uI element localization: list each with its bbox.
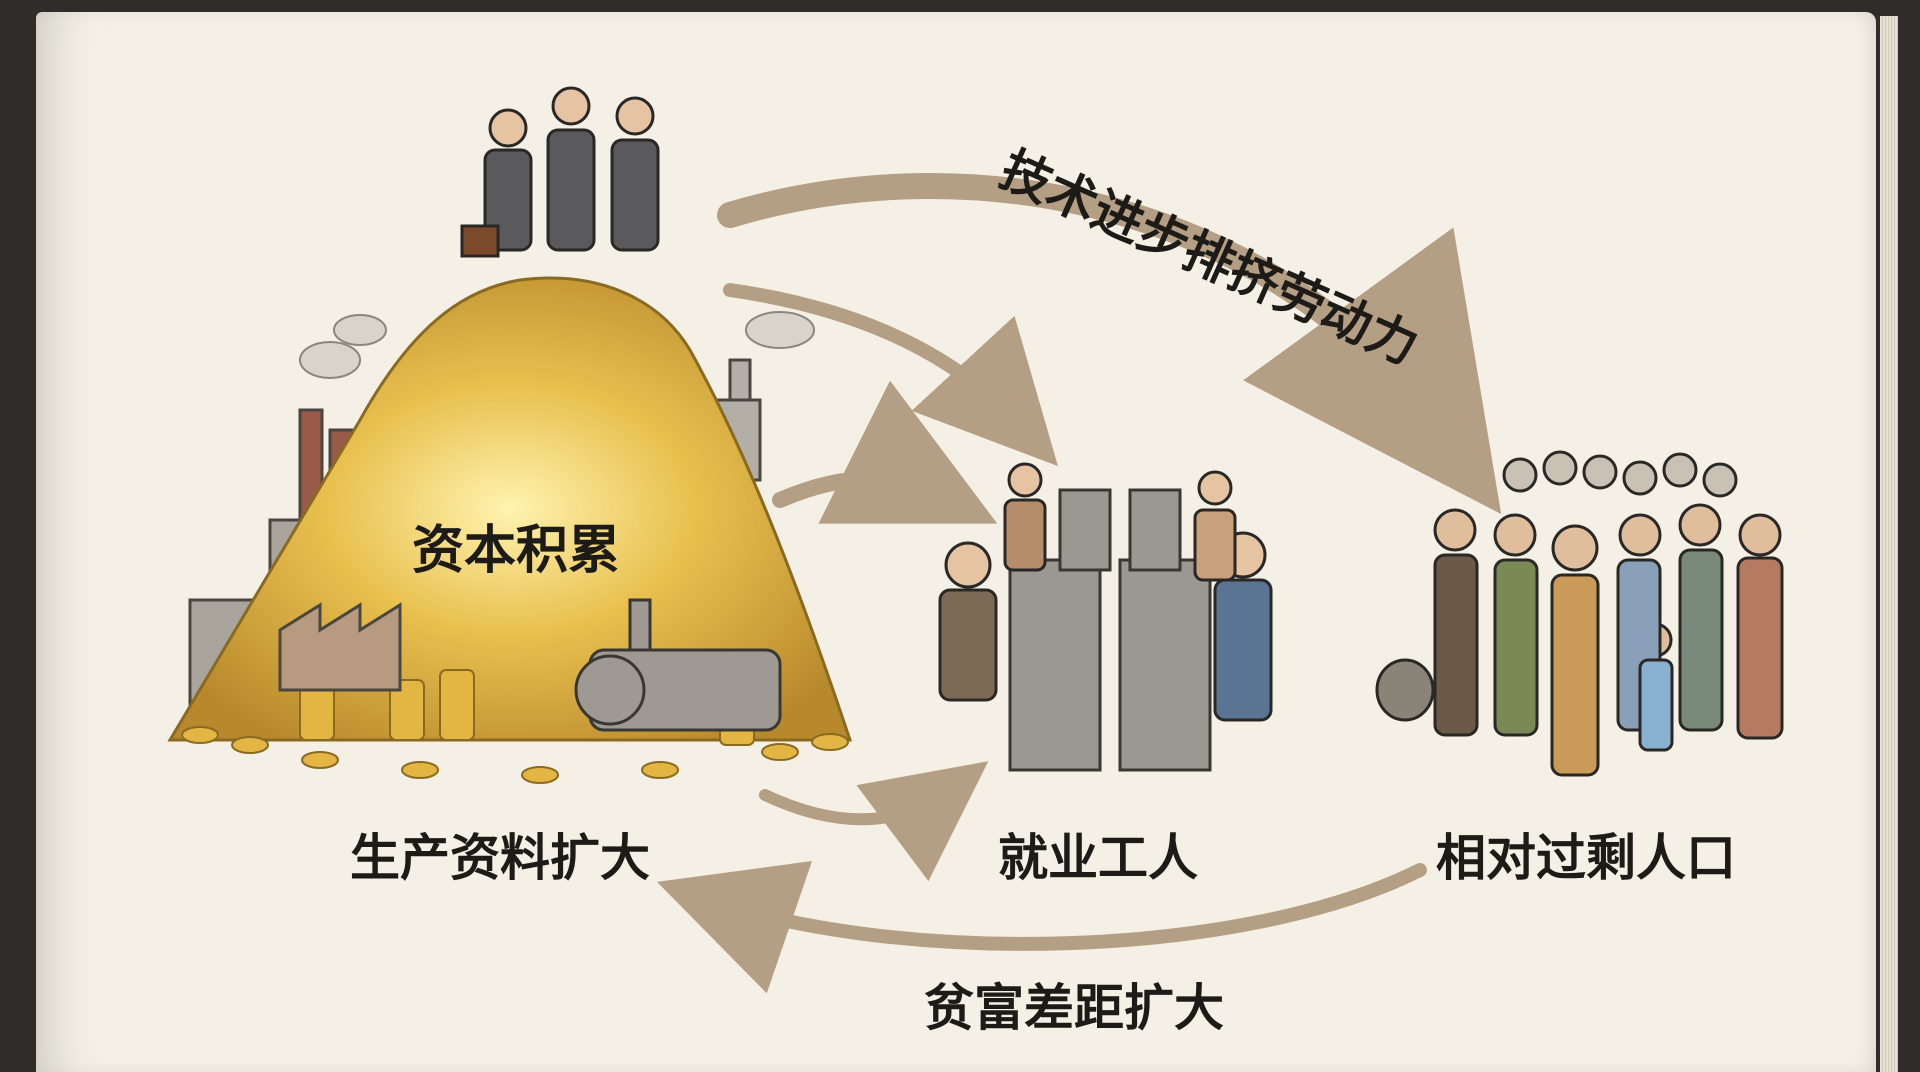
surplus-population-label: 相对过剩人口 xyxy=(1436,829,1736,887)
machine xyxy=(574,598,782,732)
arrow-gap xyxy=(657,860,1427,994)
arrow-to-workers-top xyxy=(723,283,1058,467)
wealth-gap-label: 贫富差距扩大 xyxy=(924,979,1224,1037)
page-edges xyxy=(1880,16,1898,1072)
arrows xyxy=(657,173,1502,994)
capitalists xyxy=(460,86,660,258)
arrow-to-workers-bottom xyxy=(759,761,989,882)
means-of-production-label: 生产资料扩大 xyxy=(350,829,650,887)
arrow-to-workers-mid xyxy=(772,380,998,524)
factory-front xyxy=(278,602,402,692)
employed-workers-label: 就业工人 xyxy=(998,829,1198,887)
smoke xyxy=(299,311,815,379)
capital-accumulation-label: 资本积累 xyxy=(412,521,621,581)
crowd xyxy=(1375,450,1784,777)
workers-scene xyxy=(938,462,1273,772)
arrow-tech xyxy=(717,173,1502,515)
